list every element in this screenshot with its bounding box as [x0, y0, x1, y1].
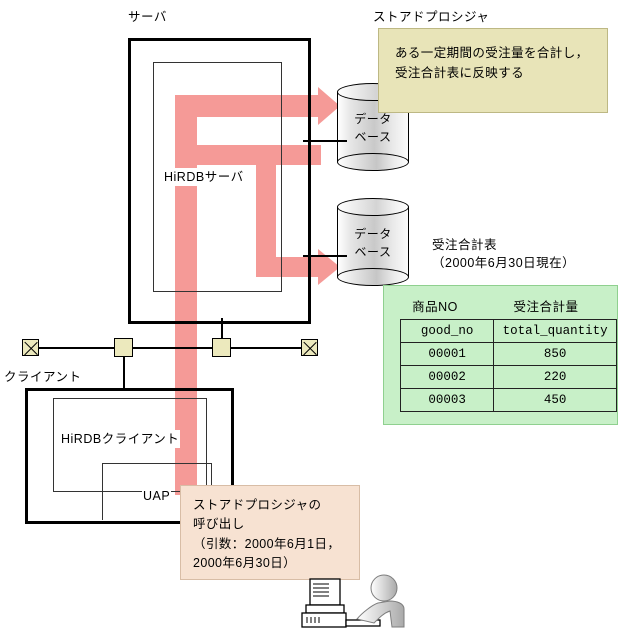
person-at-computer-icon	[300, 565, 415, 631]
client-box	[25, 388, 234, 524]
table-cell: 850	[493, 342, 617, 366]
network-node-right-icon	[212, 338, 231, 357]
flow-branch-mid-vertical	[256, 145, 276, 265]
report-col-header-left: 商品NO	[412, 300, 458, 314]
cylinder-body	[337, 207, 409, 277]
network-line	[32, 347, 308, 349]
table-cell: 450	[493, 388, 617, 412]
stored-procedure-note: ある一定期間の受注量を合計し， 受注合計表に反映する	[378, 28, 608, 113]
network-terminator-right-icon	[301, 339, 318, 356]
network-terminator-left-icon	[22, 339, 39, 356]
hirdb-server-label: HiRDBサーバ	[163, 168, 245, 187]
uap-label: UAP	[142, 487, 172, 506]
hirdb-client-label: HiRDBクライアント	[60, 430, 181, 449]
client-drop-line	[123, 357, 125, 388]
table-header-cell: good_no	[399, 319, 495, 343]
cylinder-top-ellipse	[337, 198, 409, 216]
table-cell: 00001	[399, 342, 495, 366]
hirdb-server-box	[153, 62, 282, 292]
server-label: サーバ	[128, 10, 167, 24]
database-bottom-icon: データ ベース	[337, 198, 409, 286]
flow-arrowhead-top	[318, 87, 340, 125]
server-box	[128, 38, 311, 324]
server-drop-line	[221, 318, 223, 338]
db-top-connector	[303, 140, 347, 142]
cylinder-bottom-ellipse	[337, 153, 409, 171]
stored-procedure-heading: ストアドプロシジャ	[373, 10, 490, 24]
table-cell: 00003	[399, 388, 495, 412]
table-cell: 00002	[399, 365, 495, 389]
stored-procedure-call-note: ストアドプロシジャの 呼び出し （引数：2000年6月1日， 2000年6月30…	[180, 485, 360, 580]
database-bottom-label: データ ベース	[354, 227, 392, 259]
flow-vertical-trunk	[175, 95, 197, 495]
client-label: クライアント	[4, 370, 82, 384]
report-subtitle: （2000年6月30日現在）	[432, 256, 576, 270]
flow-branch-bottom-horizontal	[256, 257, 321, 277]
database-top-label: データ ベース	[354, 112, 392, 144]
flow-arrowhead-bottom	[318, 249, 340, 285]
db-bottom-connector	[303, 255, 347, 257]
flow-branch-top	[175, 95, 321, 117]
report-column-headers: 商品NO 受注合計量	[384, 296, 617, 315]
table-cell: 220	[493, 365, 617, 389]
table-header-cell: total_quantity	[493, 319, 617, 343]
network-node-left-icon	[114, 338, 133, 357]
report-title: 受注合計表	[432, 238, 498, 252]
hirdb-client-box	[53, 398, 207, 492]
cylinder-bottom-ellipse	[337, 268, 409, 286]
report-col-header-right: 受注合計量	[513, 300, 579, 314]
